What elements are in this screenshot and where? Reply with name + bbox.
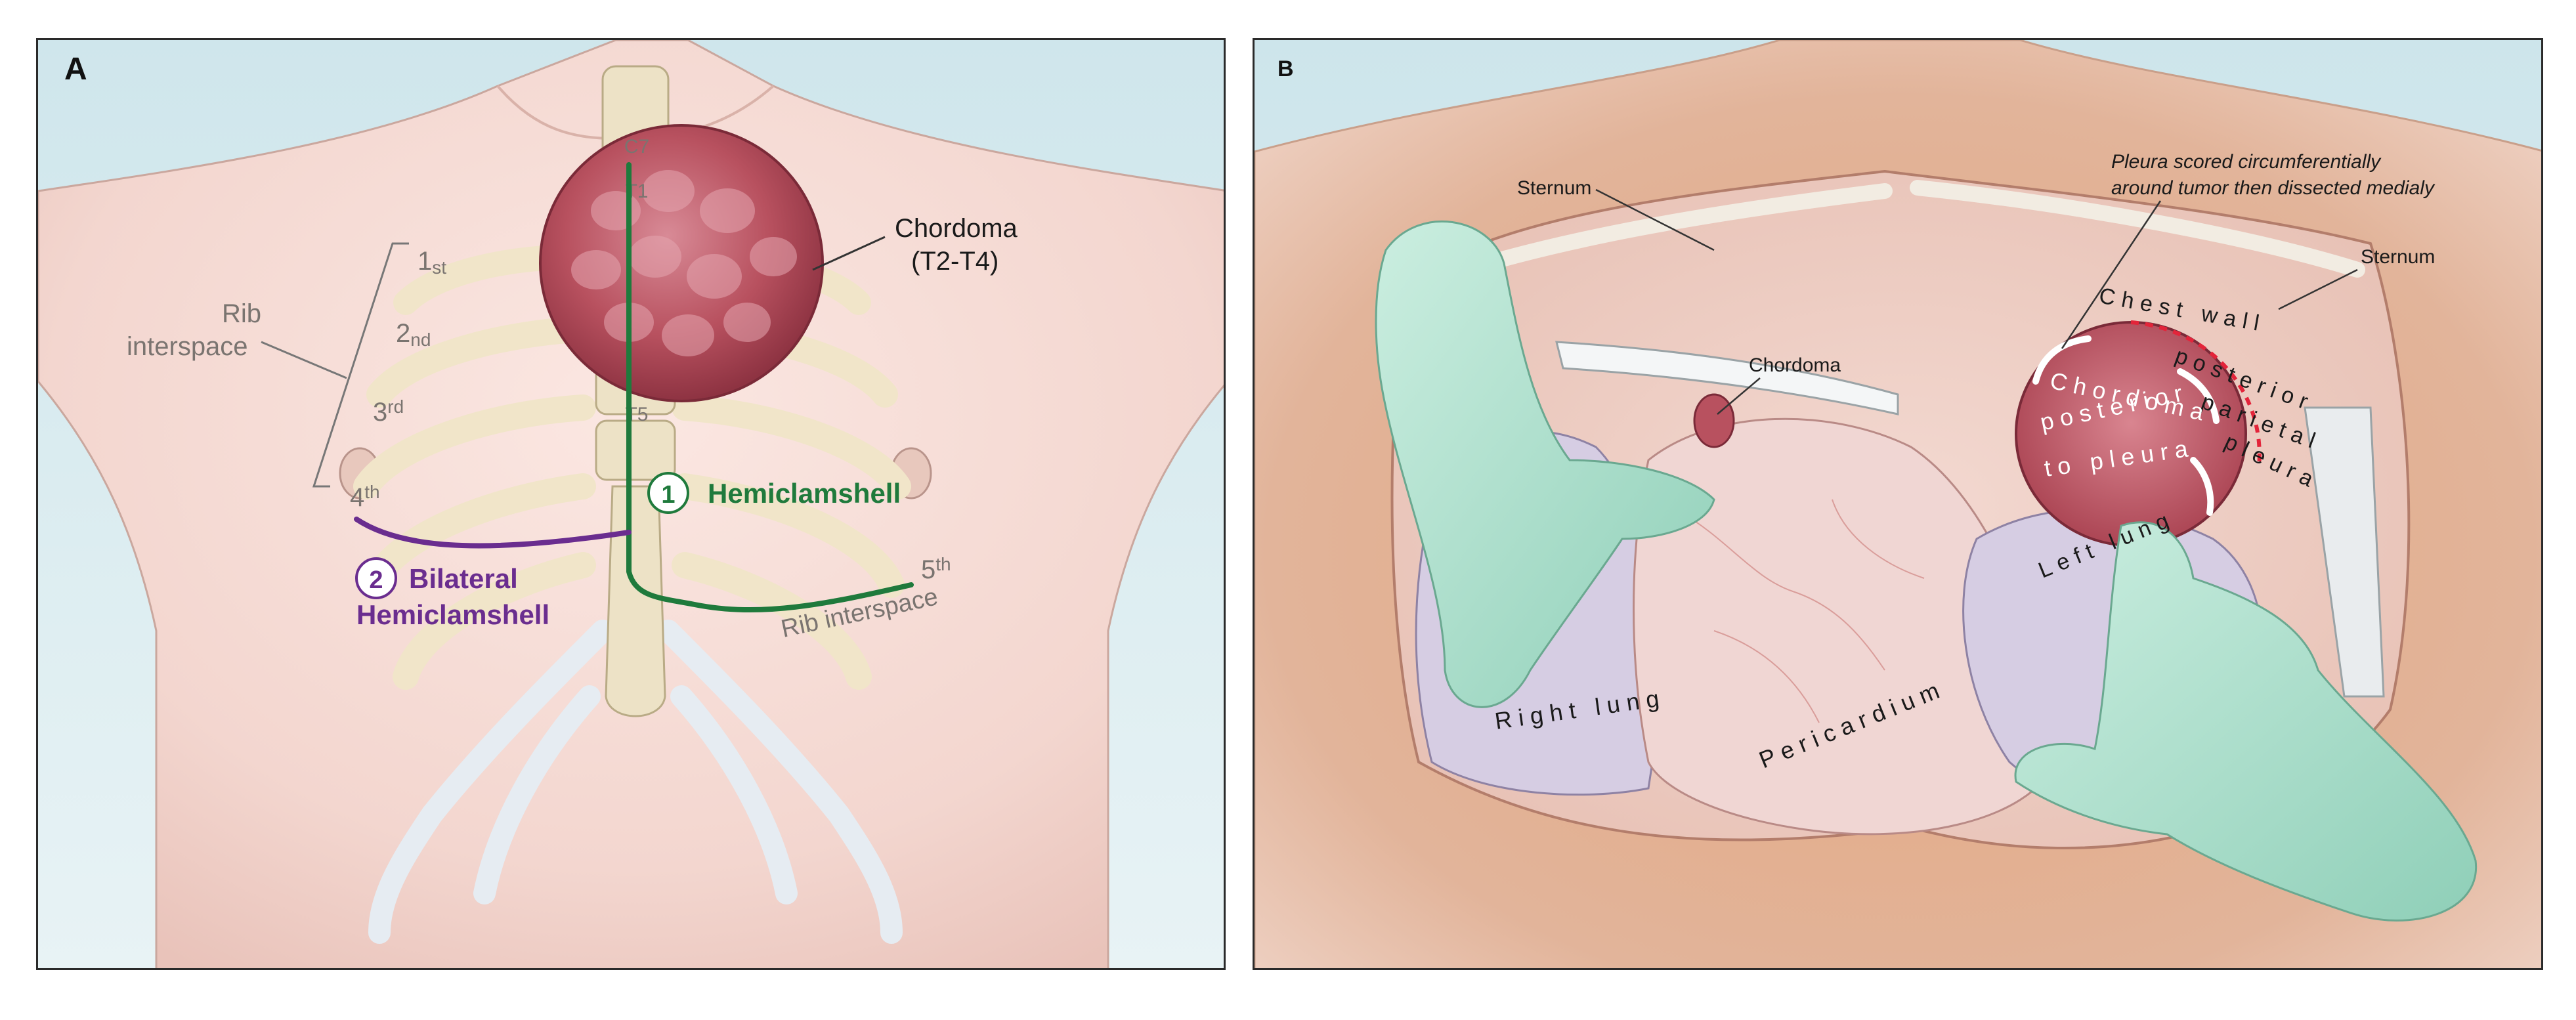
rib-3-label: 3rd xyxy=(373,396,404,427)
retractor-right xyxy=(2304,406,2385,698)
vertebra-c7-label: C7 xyxy=(624,136,649,158)
pleura-note-line1: Pleura scored circumferentially xyxy=(2111,151,2382,173)
chordoma-small xyxy=(1693,393,1735,448)
pleura-note-leader xyxy=(2061,200,2162,349)
chordoma-tumor xyxy=(2015,320,2262,547)
approach-2-label-line2: Hemiclamshell xyxy=(356,599,549,630)
left-gloved-hand xyxy=(2014,521,2478,922)
right-gloved-hand xyxy=(1375,221,1715,708)
rib-interspace-label-line2: interspace xyxy=(127,332,248,361)
chordoma-label: Chordoma xyxy=(895,214,1018,243)
hemiclamshell-incision xyxy=(626,162,914,613)
approach-2-label-line1: Bilateral xyxy=(409,563,518,594)
pleura-scoring-line xyxy=(2130,320,2262,467)
rib-cage xyxy=(353,244,911,690)
chordoma-levels-label: (T2-T4) xyxy=(911,247,998,276)
panel-b-illustration: Sternum Sternum Pleura scored circumfere… xyxy=(1255,40,2541,968)
pleura-note-line2: around tumor then dissected medialy xyxy=(2111,177,2436,199)
panel-a-letter: A xyxy=(64,52,87,87)
rib-4-label: 4th xyxy=(350,482,380,512)
chordoma-leader xyxy=(1717,377,1761,415)
panel-b-letter: B xyxy=(1277,56,1294,81)
costal-cartilage xyxy=(368,620,903,944)
approach-1-label: Hemiclamshell xyxy=(708,478,901,509)
retractor xyxy=(1555,341,1899,415)
approach-1-circle xyxy=(647,472,689,514)
sternum xyxy=(605,485,666,717)
approach-2-number: 2 xyxy=(369,566,383,594)
panel-a-chest-anatomy: C7 T1 T5 Chordoma (T2-T4) 1st 2nd 3rd 4t… xyxy=(36,38,1226,970)
panel-b-surgical-view: Sternum Sternum Pleura scored circumfere… xyxy=(1253,38,2543,970)
rib-5-label: 5th xyxy=(921,554,951,584)
panel-a-illustration: C7 T1 T5 Chordoma (T2-T4) 1st 2nd 3rd 4t… xyxy=(38,40,1224,968)
sternum-left-label: Sternum xyxy=(1517,177,1591,199)
rib-1-label: 1st xyxy=(418,247,446,278)
approach-2-circle xyxy=(355,557,397,599)
bilateral-hemiclamshell-incision xyxy=(354,517,632,549)
sternum-right-label: Sternum xyxy=(2361,246,2435,268)
approach-1-number: 1 xyxy=(661,481,675,509)
sternum-right-leader xyxy=(2278,268,2358,310)
sternum-left-leader xyxy=(1595,188,1715,251)
chordoma-tumor xyxy=(539,124,824,402)
rib-2-label: 2nd xyxy=(396,319,431,350)
pericardium xyxy=(1633,417,2057,836)
chordoma-label: Chordoma xyxy=(1749,354,1841,376)
rib-interspace-bracket xyxy=(312,242,409,488)
pericardium-vessels xyxy=(1681,499,1925,723)
rib-interspace-leader xyxy=(261,341,347,379)
chordoma-leader-line xyxy=(812,236,886,271)
rib-interspace-label-line1: Rib xyxy=(222,299,261,328)
sternum-edge-right xyxy=(1910,180,2365,278)
